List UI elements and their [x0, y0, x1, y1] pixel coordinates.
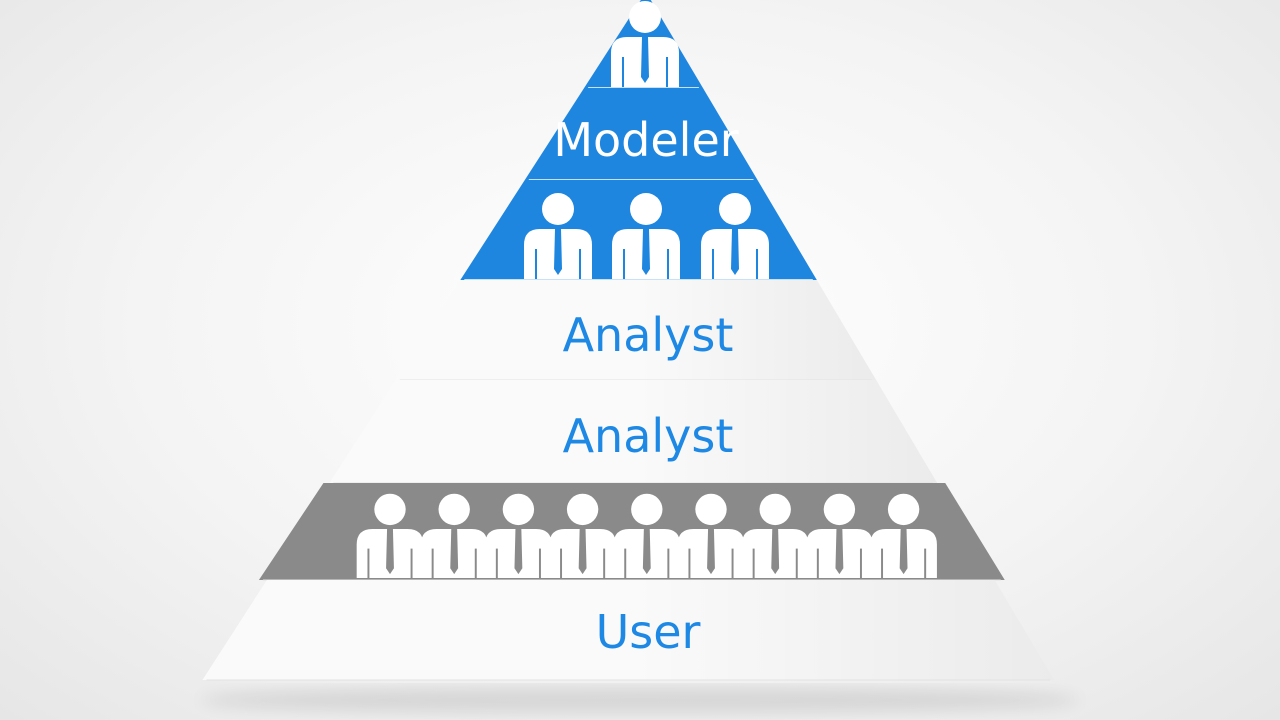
pyramid-shadow	[200, 686, 1080, 714]
tier-label-modeler: Modeler	[553, 113, 738, 167]
person-in-suit-icon	[613, 493, 681, 578]
tier-shading	[635, 280, 877, 380]
tier-label-analyst-upper: Analyst	[563, 308, 734, 362]
tier-label-user: User	[596, 605, 701, 659]
person-in-suit-icon	[420, 493, 488, 578]
tier-shading	[633, 380, 938, 483]
person-in-suit-icon	[806, 493, 873, 578]
tier-label-analyst-lower: Analyst	[563, 409, 734, 463]
person-in-suit-icon	[549, 493, 616, 578]
person-in-suit-icon	[524, 193, 592, 279]
person-in-suit-icon	[870, 493, 937, 578]
person-in-suit-icon	[612, 193, 680, 279]
person-in-suit-icon	[677, 493, 745, 578]
tier-shading	[628, 580, 1055, 680]
person-in-suit-icon	[701, 193, 769, 279]
pyramid-tier-2	[524, 88, 758, 180]
person-in-suit-icon	[741, 493, 809, 578]
person-in-suit-icon	[611, 1, 679, 87]
person-in-suit-icon	[485, 493, 552, 578]
person-in-suit-icon	[356, 493, 424, 578]
